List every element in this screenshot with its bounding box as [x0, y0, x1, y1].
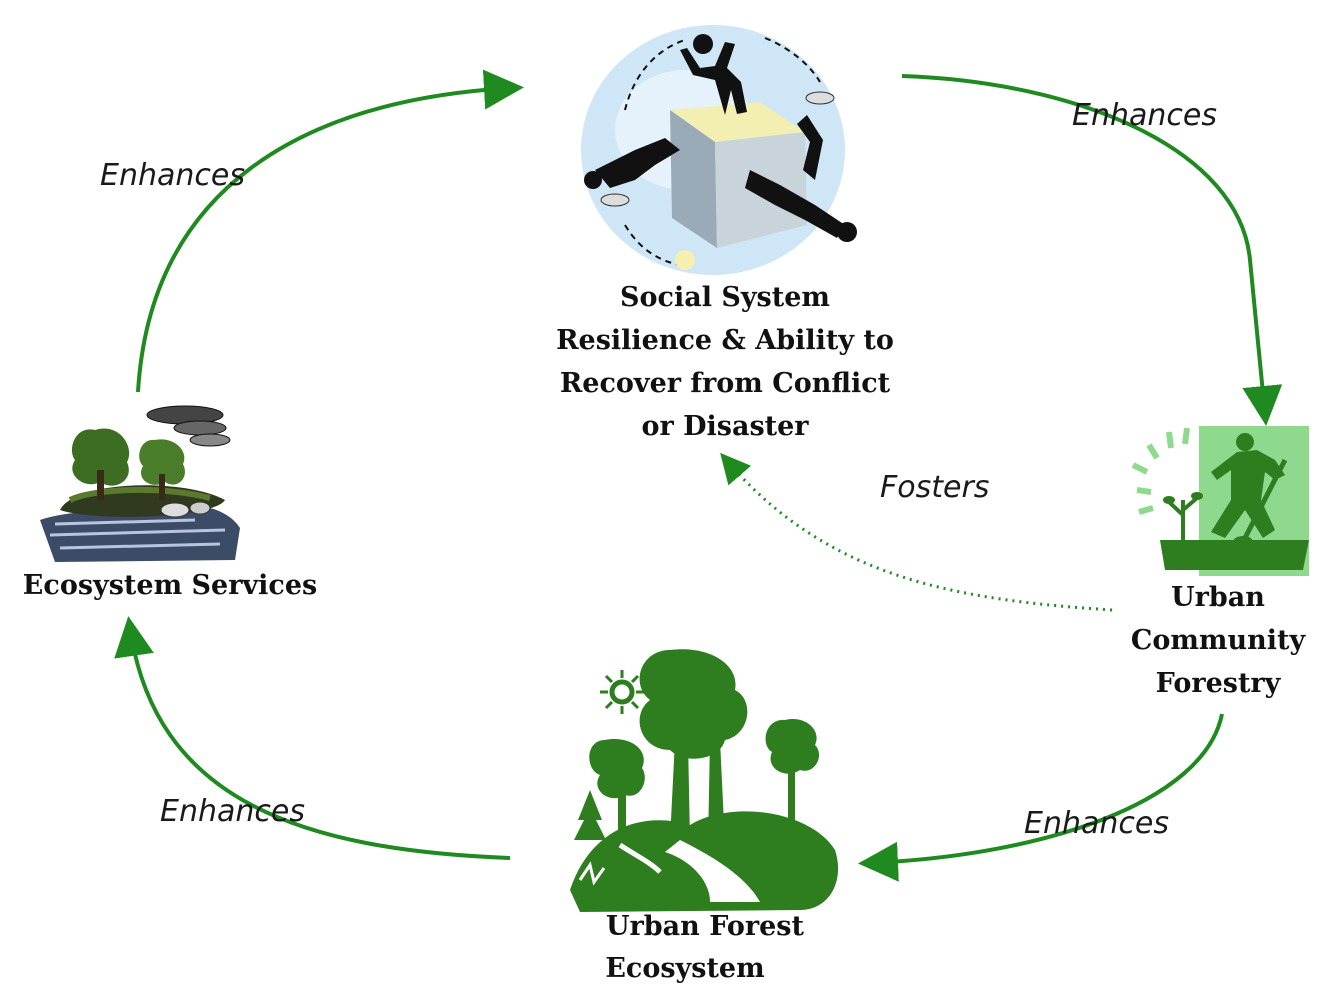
social-system-line-3: Recover from Conflict — [559, 368, 891, 399]
edge-label-ecosystem-to-social: Enhances — [100, 158, 245, 193]
urban-forest-ecosystem-line-2: Ecosystem — [605, 953, 765, 984]
edge-label-forest-to-ecosystem: Enhances — [160, 794, 305, 829]
social-system-line-1: Social System — [620, 282, 830, 313]
node-label-urban-community-forestry: Urban Community Forestry — [1118, 576, 1318, 705]
node-label-social-system: Social System Resilience & Ability to Re… — [520, 276, 930, 448]
urban-community-forestry-line-3: Forestry — [1155, 668, 1281, 699]
forest-silhouette-icon — [570, 649, 839, 912]
edge-label-community-to-forest: Enhances — [1024, 806, 1169, 841]
arrow-forest-to-ecosystem — [114, 616, 511, 860]
social-system-line-2: Resilience & Ability to — [556, 325, 894, 356]
ecosystem-services-line-1: Ecosystem Services — [22, 570, 318, 601]
arrow-community-to-forest — [858, 713, 1224, 882]
urban-community-forestry-line-2: Community — [1130, 625, 1306, 656]
arrow-social-to-community — [901, 74, 1283, 426]
node-label-urban-forest-ecosystem: Urban Forest Ecosystem — [570, 906, 840, 990]
edge-label-community-to-social: Fosters — [880, 470, 990, 505]
urban-community-forestry-line-1: Urban — [1171, 582, 1265, 613]
urban-forest-ecosystem-line-1: Urban Forest — [606, 911, 804, 942]
arrow-ecosystem-to-social — [136, 69, 524, 393]
acrobats-on-cube-icon — [581, 25, 857, 275]
social-system-line-4: or Disaster — [641, 411, 809, 442]
island-with-trees-icon — [40, 405, 240, 562]
person-planting-tree-icon — [1131, 426, 1309, 576]
edge-label-social-to-community: Enhances — [1072, 98, 1217, 133]
node-label-ecosystem-services: Ecosystem Services — [5, 564, 335, 607]
